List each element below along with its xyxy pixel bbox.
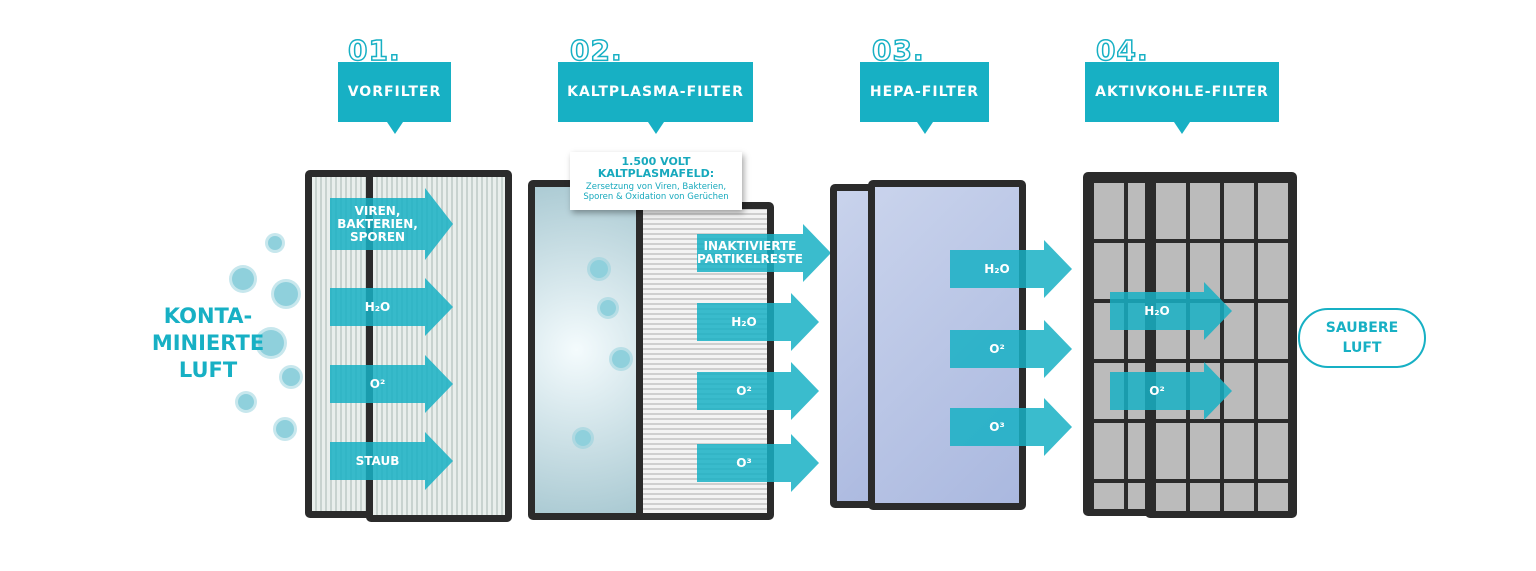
stage-label-aktivkohle: AKTIVKOHLE-FILTER: [1085, 62, 1279, 134]
clean-air-cloud: SAUBERE LUFT: [1298, 308, 1426, 368]
germ-icon: [590, 260, 608, 278]
clean-air-label: SAUBERE LUFT: [1325, 320, 1399, 356]
plasma-filter-back-panel: [528, 180, 646, 520]
flow-arrow: O³: [950, 398, 1072, 456]
callout-title: 1.500 VOLT KALTPLASMAFELD:: [597, 155, 715, 180]
flow-arrow: INAKTIVIERTE PARTIKELRESTE: [697, 224, 831, 282]
germ-icon: [600, 300, 616, 316]
germ-icon: [274, 282, 298, 306]
callout-subtitle: Zersetzung von Viren, Bakterien, Sporen …: [583, 182, 729, 202]
flow-arrow: H₂O: [330, 278, 453, 336]
germ-icon: [612, 350, 630, 368]
flow-arrow: H₂O: [950, 240, 1072, 298]
flow-arrow: STAUB: [330, 432, 453, 490]
germ-icon: [232, 268, 254, 290]
germ-icon: [238, 394, 254, 410]
flow-arrow: O²: [330, 355, 453, 413]
contaminated-air-label: KONTA-MINIERTE LUFT: [151, 304, 265, 382]
germ-icon: [282, 368, 300, 386]
flow-arrow: H₂O: [1110, 282, 1232, 340]
flow-arrow: O³: [697, 434, 819, 492]
germ-icon: [258, 330, 284, 356]
flow-arrow: O²: [950, 320, 1072, 378]
flow-arrow: H₂O: [697, 293, 819, 351]
flow-arrow: VIREN, BAKTERIEN, SPOREN: [330, 188, 453, 260]
carbon-front-panel: [1145, 172, 1297, 518]
stage-label-kaltplasma: KALTPLASMA-FILTER: [558, 62, 753, 134]
flow-arrow: O²: [1110, 362, 1232, 420]
flow-arrow: O²: [697, 362, 819, 420]
germ-icon: [268, 236, 282, 250]
stage-label-vorfilter: VORFILTER: [338, 62, 451, 134]
plasma-callout: 1.500 VOLT KALTPLASMAFELD: Zersetzung vo…: [570, 152, 742, 210]
germ-icon: [575, 430, 591, 446]
stage-label-hepa: HEPA-FILTER: [860, 62, 989, 134]
germ-icon: [276, 420, 294, 438]
